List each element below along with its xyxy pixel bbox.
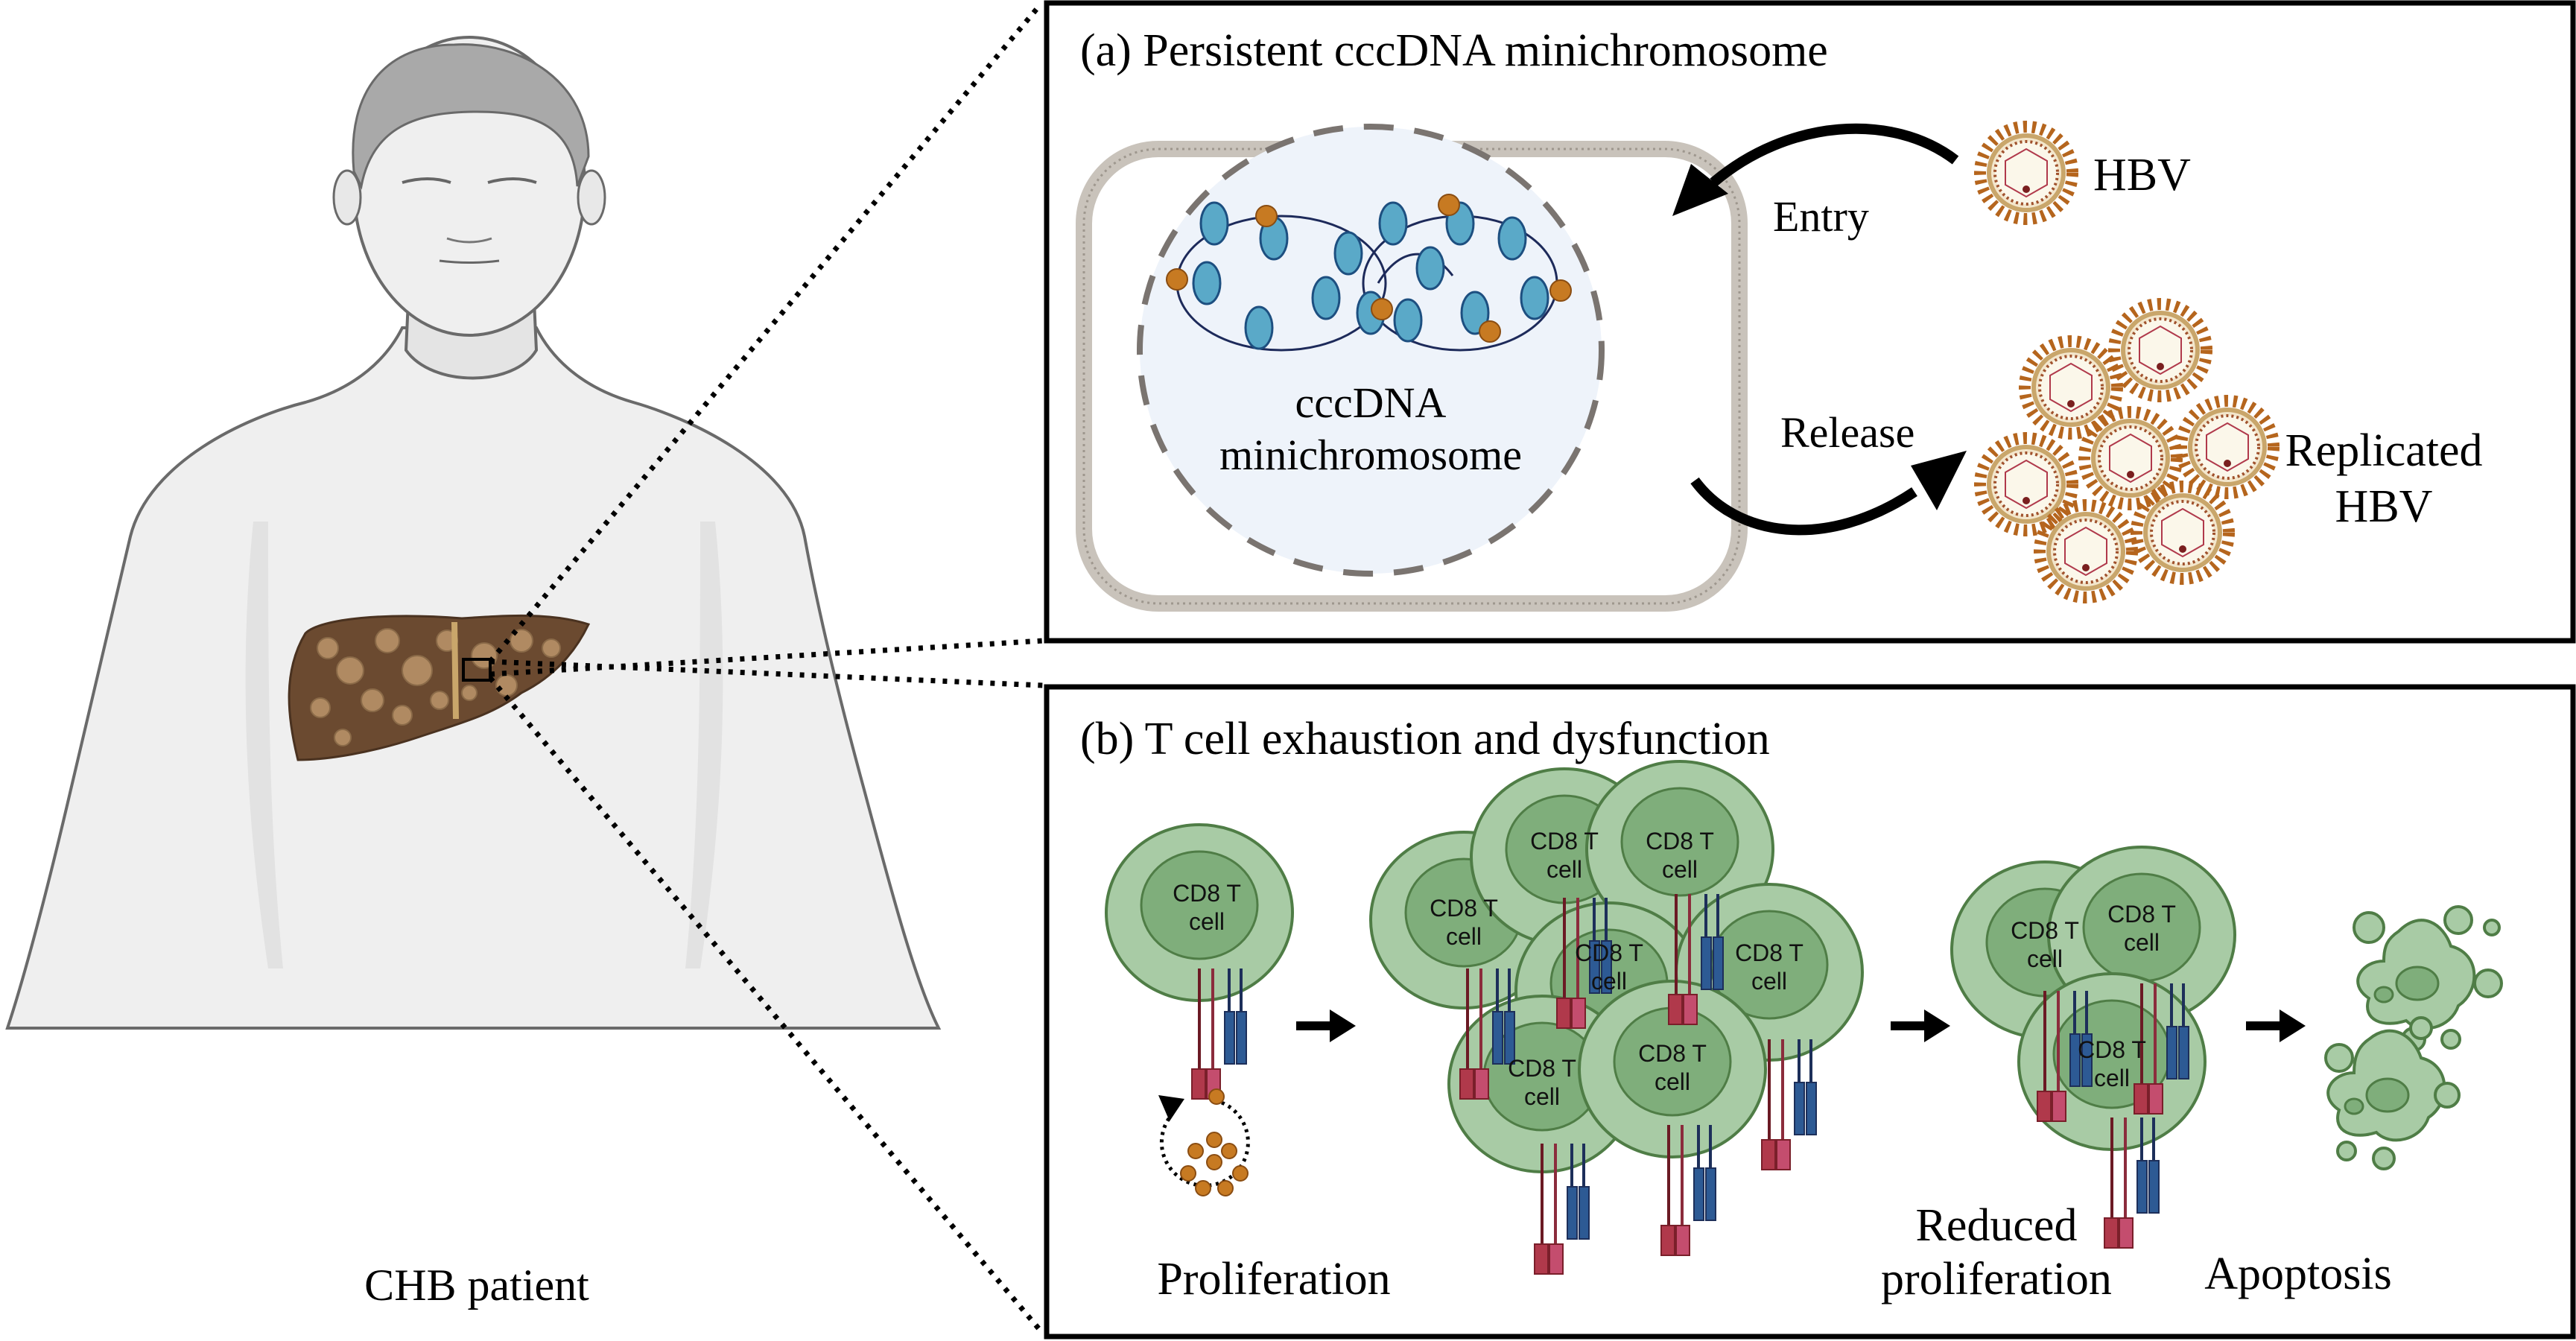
liver-nodules bbox=[310, 628, 561, 746]
panel-b: (b) T cell exhaustion and dysfunction CD… bbox=[1044, 684, 2576, 1340]
svg-text:CD8 T: CD8 T bbox=[1575, 939, 1643, 966]
svg-text:cell: cell bbox=[1751, 968, 1787, 995]
svg-text:cell: cell bbox=[1655, 1068, 1690, 1095]
cccdna-minichromosome bbox=[1166, 194, 1572, 352]
svg-text:CD8 T: CD8 T bbox=[1530, 828, 1599, 855]
svg-text:cell: cell bbox=[2094, 1065, 2130, 1091]
svg-text:cell: cell bbox=[2027, 945, 2063, 972]
patient-label: CHB patient bbox=[364, 1261, 589, 1310]
svg-text:cell: cell bbox=[1662, 856, 1698, 883]
svg-text:cell: cell bbox=[1546, 856, 1582, 883]
arrow-right-icon bbox=[1296, 1009, 1356, 1042]
zoom-region-marker bbox=[462, 658, 492, 682]
svg-text:cell: cell bbox=[1189, 908, 1225, 935]
panel-b-title: (b) T cell exhaustion and dysfunction bbox=[1080, 714, 1770, 764]
stage-label-proliferation: Proliferation bbox=[1157, 1254, 1390, 1304]
svg-text:CD8 T: CD8 T bbox=[2011, 917, 2079, 944]
cirrhotic-liver bbox=[288, 614, 591, 761]
entry-arrow bbox=[1710, 123, 1959, 187]
arrow-right-icon bbox=[1891, 1009, 1950, 1042]
zoom-connector-lines bbox=[488, 4, 1045, 1336]
stage-label-apoptosis: Apoptosis bbox=[2204, 1249, 2391, 1299]
patient-hair bbox=[352, 43, 590, 190]
panel-a-title: (a) Persistent cccDNA minichromosome bbox=[1080, 25, 1828, 76]
svg-text:CD8 T: CD8 T bbox=[1638, 1040, 1707, 1067]
tcell-single: CD8 T cell bbox=[1105, 823, 1294, 1100]
release-label: Release bbox=[1780, 408, 1914, 457]
hbv-label: HBV bbox=[2093, 150, 2191, 200]
panel-a: (a) Persistent cccDNA minichromosome bbox=[1044, 0, 2576, 644]
svg-text:CD8 T: CD8 T bbox=[1735, 939, 1803, 966]
apoptotic-cells-icon bbox=[2324, 905, 2503, 1170]
svg-text:cell: cell bbox=[1591, 968, 1627, 995]
svg-text:CD8 T: CD8 T bbox=[1508, 1055, 1576, 1082]
replicated-label-line2: HBV bbox=[2335, 481, 2433, 532]
release-arrow bbox=[1690, 477, 1917, 536]
nucleus-label-line2: minichromosome bbox=[1219, 431, 1522, 479]
nucleus-label-line1: cccDNA bbox=[1295, 378, 1447, 427]
svg-text:CD8 T: CD8 T bbox=[2107, 901, 2176, 928]
cytokine-dots bbox=[1166, 194, 1572, 343]
svg-text:cell: cell bbox=[1524, 1083, 1560, 1110]
patient-illustration bbox=[5, 36, 942, 1030]
replicated-label-line1: Replicated bbox=[2285, 425, 2482, 476]
stage-label-reduced-line2: proliferation bbox=[1881, 1254, 2112, 1304]
svg-text:CD8 T: CD8 T bbox=[2078, 1036, 2146, 1063]
svg-text:CD8 T: CD8 T bbox=[1646, 828, 1714, 855]
svg-text:cell: cell bbox=[2124, 929, 2160, 956]
svg-text:CD8 T: CD8 T bbox=[1430, 895, 1498, 922]
nucleus bbox=[1137, 124, 1605, 577]
entry-label: Entry bbox=[1773, 192, 1869, 241]
hbv-virion-icon bbox=[1980, 127, 2072, 219]
svg-text:cell: cell bbox=[1446, 923, 1482, 950]
arrow-right-icon bbox=[2246, 1009, 2306, 1042]
release-arrowhead-icon bbox=[1911, 451, 1967, 510]
entry-arrowhead-icon bbox=[1672, 164, 1728, 216]
cytokine-cycle-icon bbox=[1158, 1088, 1250, 1196]
svg-text:CD8 T: CD8 T bbox=[1173, 880, 1241, 907]
stage-label-reduced-line1: Reduced bbox=[1916, 1200, 2078, 1251]
